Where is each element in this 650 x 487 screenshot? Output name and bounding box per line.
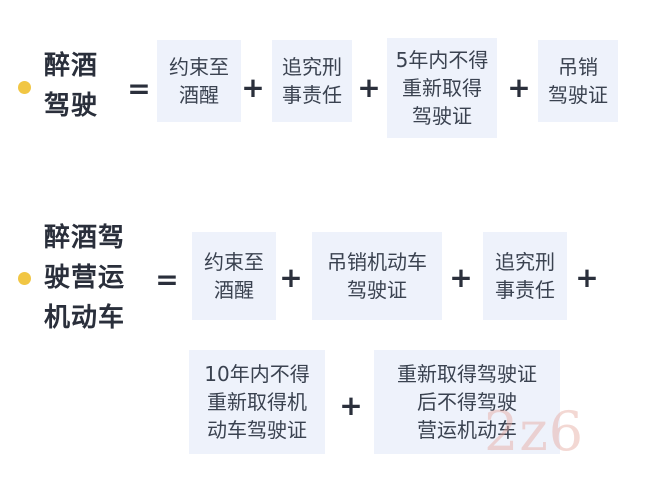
penalty-label: 追究刑 事责任 <box>495 250 555 302</box>
plus-sign: + <box>449 261 473 294</box>
watermark: 2z6 <box>484 400 585 463</box>
penalty-label: 5年内不得 重新取得 驾驶证 <box>395 48 489 128</box>
penalty-label: 重新取得驾驶证 后不得驾驶 营运机动车 <box>397 362 537 442</box>
plus-sign: + <box>575 261 599 294</box>
plus-sign: + <box>279 261 303 294</box>
penalty-label: 追究刑 事责任 <box>282 55 342 107</box>
equals-sign-2: = <box>155 263 179 296</box>
penalty-label: 吊销机动车 驾驶证 <box>327 250 427 302</box>
penalty-box-detain: 约束至 酒醒 <box>157 40 241 122</box>
penalty-box-revoke: 吊销机动车 驾驶证 <box>312 232 442 320</box>
bullet-dot-1 <box>18 81 31 94</box>
penalty-label: 吊销 驾驶证 <box>548 55 608 107</box>
penalty-box-5yr-ban: 5年内不得 重新取得 驾驶证 <box>387 38 497 138</box>
penalty-box-revoke: 吊销 驾驶证 <box>538 40 618 122</box>
penalty-box-10yr-ban: 10年内不得 重新取得机 动车驾驶证 <box>189 350 325 454</box>
penalty-label: 约束至 酒醒 <box>169 55 229 107</box>
penalty-box-detain: 约束至 酒醒 <box>192 232 276 320</box>
section2-title: 醉酒驾 驶营运 机动车 <box>44 223 126 333</box>
penalty-box-criminal: 追究刑 事责任 <box>483 232 567 320</box>
penalty-label: 10年内不得 重新取得机 动车驾驶证 <box>204 362 310 442</box>
plus-sign: + <box>357 71 381 104</box>
plus-sign: + <box>241 71 265 104</box>
penalty-label: 约束至 酒醒 <box>204 250 264 302</box>
plus-sign: + <box>339 389 363 422</box>
section1-title: 醉酒 驾驶 <box>44 51 99 121</box>
equals-sign-1: = <box>127 72 151 105</box>
penalty-box-commercial-ban: 重新取得驾驶证 后不得驾驶 营运机动车 <box>374 350 560 454</box>
plus-sign: + <box>507 71 531 104</box>
penalty-box-criminal: 追究刑 事责任 <box>272 40 352 122</box>
bullet-dot-2 <box>18 272 31 285</box>
